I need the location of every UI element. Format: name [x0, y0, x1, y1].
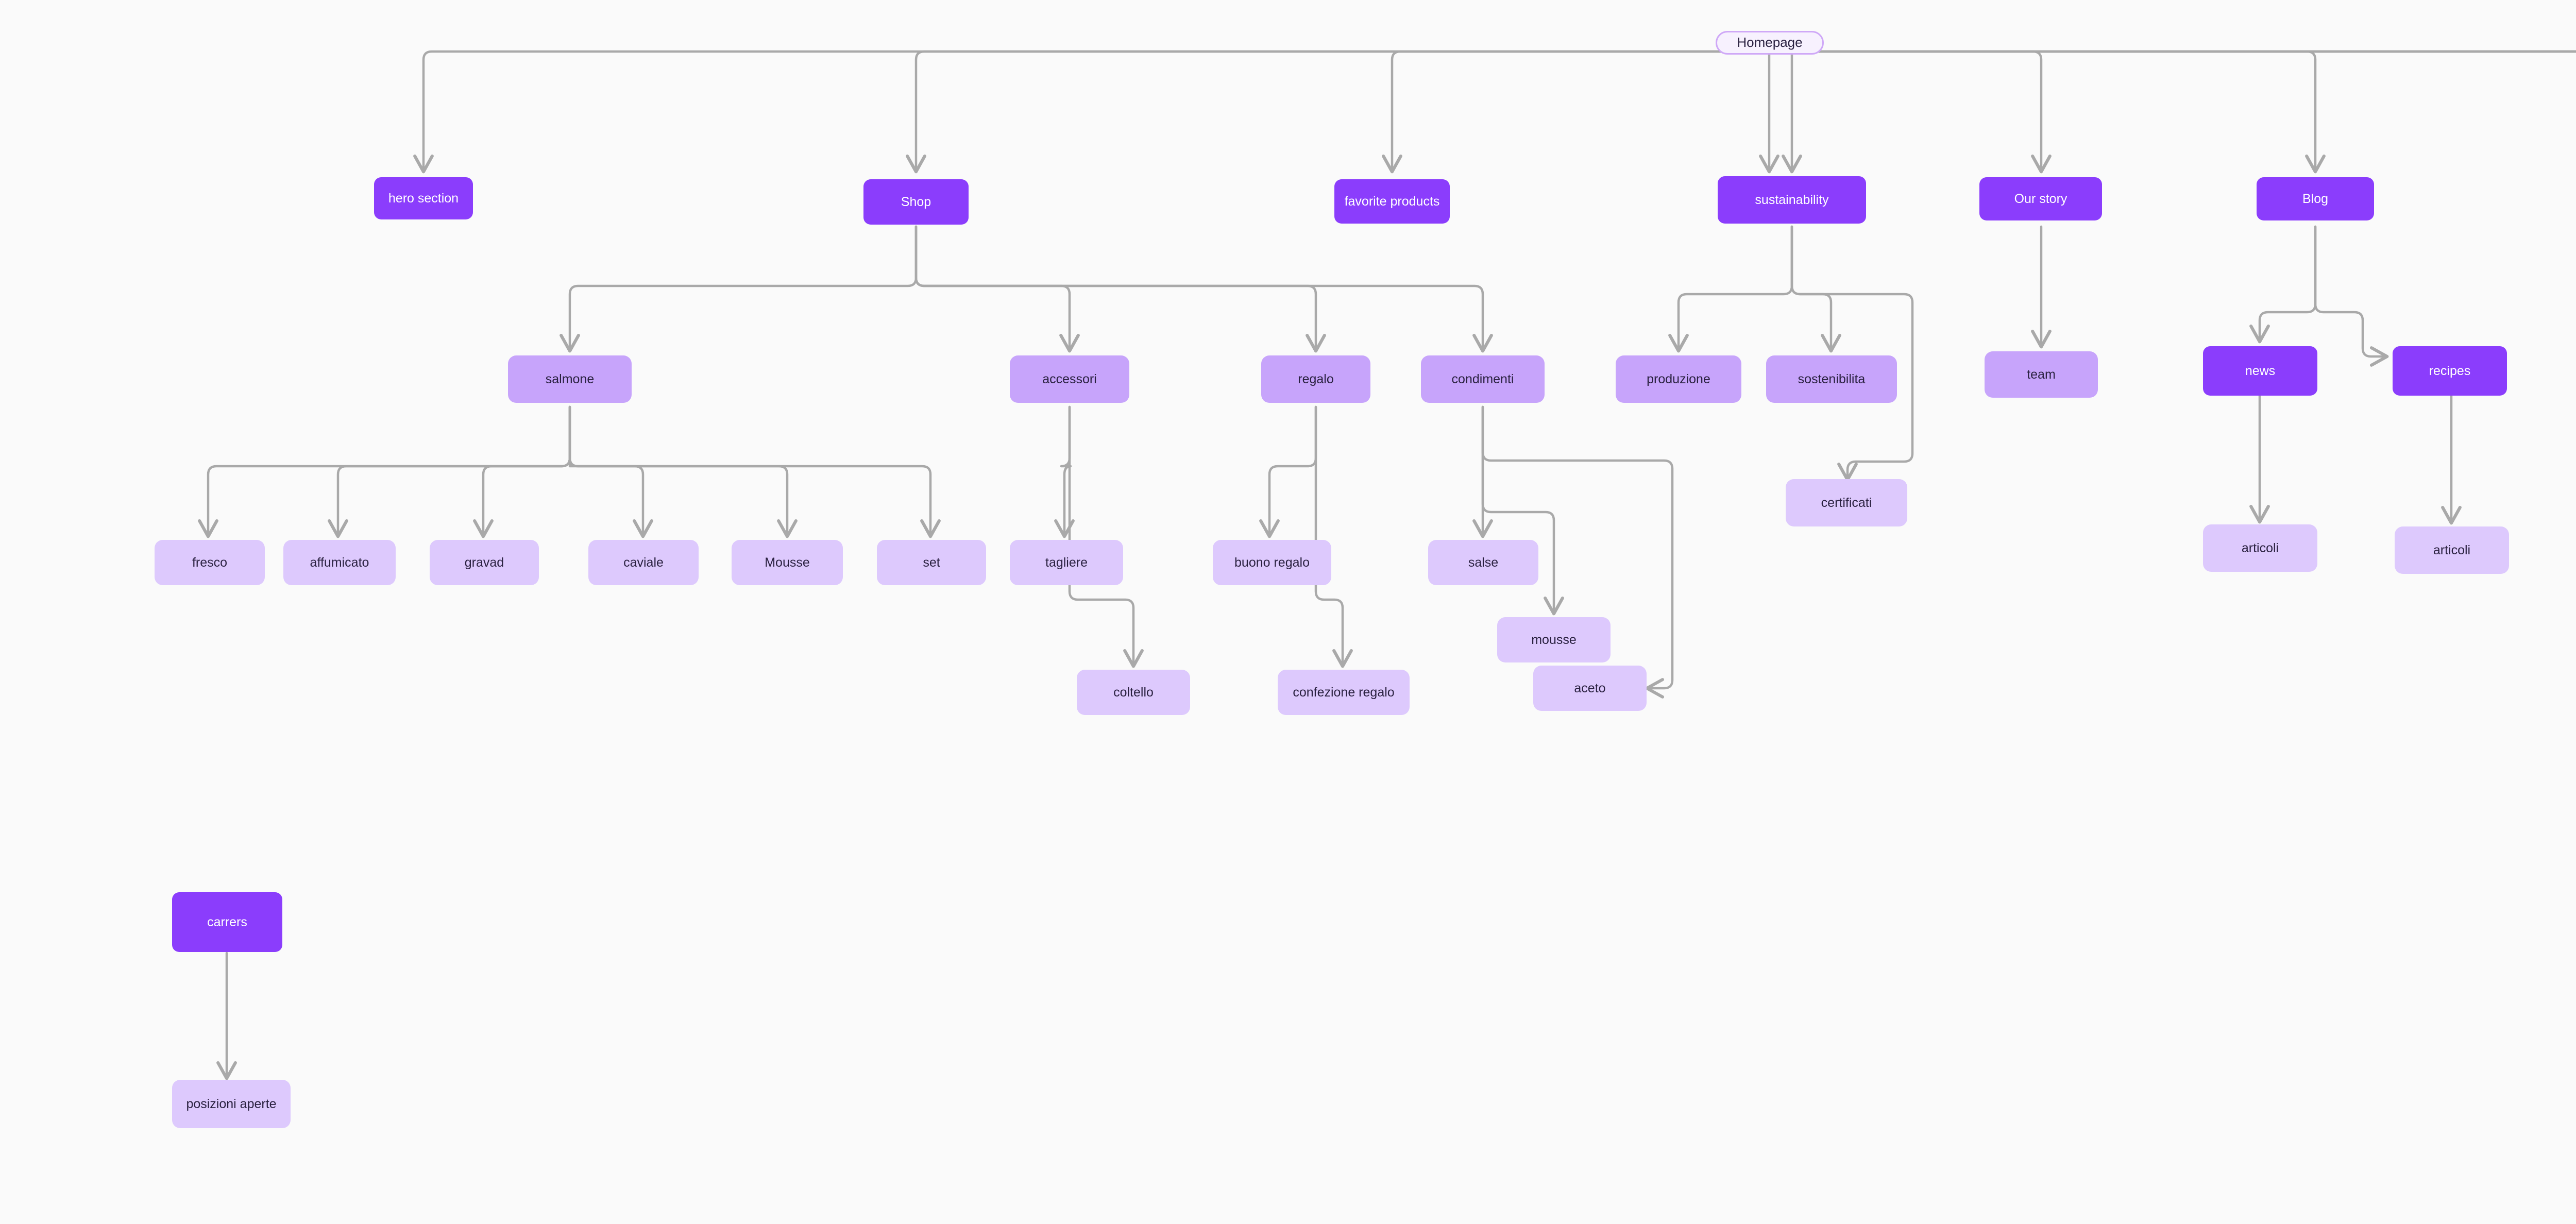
- node-affumicato[interactable]: affumicato: [283, 540, 396, 585]
- node-label: coltello: [1113, 685, 1154, 700]
- node-posizioni-aperte[interactable]: posizioni aperte: [172, 1080, 291, 1128]
- node-condimenti[interactable]: condimenti: [1421, 355, 1545, 403]
- node-news[interactable]: news: [2203, 346, 2317, 396]
- node-label: set: [923, 555, 940, 570]
- node-shop[interactable]: Shop: [863, 179, 969, 225]
- node-label: caviale: [623, 555, 664, 570]
- node-hero-section[interactable]: hero section: [374, 177, 473, 219]
- node-label: confezione regalo: [1293, 685, 1395, 700]
- node-label: recipes: [2429, 363, 2471, 378]
- node-certificati[interactable]: certificati: [1786, 479, 1907, 526]
- node-salmone[interactable]: salmone: [508, 355, 632, 403]
- node-label: Our story: [2014, 191, 2067, 206]
- node-our-story[interactable]: Our story: [1979, 177, 2102, 220]
- node-recipes[interactable]: recipes: [2393, 346, 2507, 396]
- node-label: articoli: [2241, 540, 2279, 555]
- node-homepage[interactable]: Homepage: [1716, 31, 1824, 55]
- node-label: produzione: [1647, 371, 1710, 386]
- node-aceto[interactable]: aceto: [1533, 666, 1647, 711]
- node-label: gravad: [464, 555, 504, 570]
- node-mousse-condimenti[interactable]: mousse: [1497, 617, 1611, 662]
- node-label: accessori: [1042, 371, 1097, 386]
- node-label: mousse: [1531, 632, 1577, 647]
- node-buono-regalo[interactable]: buono regalo: [1213, 540, 1331, 585]
- node-label: team: [2027, 367, 2056, 382]
- node-label: favorite products: [1344, 194, 1440, 209]
- node-label: news: [2245, 363, 2276, 378]
- node-set[interactable]: set: [877, 540, 986, 585]
- node-sustainability[interactable]: sustainability: [1718, 176, 1866, 224]
- node-label: fresco: [192, 555, 228, 570]
- node-label: Homepage: [1737, 35, 1803, 50]
- node-label: articoli: [2433, 542, 2471, 557]
- node-mousse-shop[interactable]: Mousse: [732, 540, 843, 585]
- node-articoli-news[interactable]: articoli: [2203, 524, 2317, 572]
- node-label: affumicato: [310, 555, 369, 570]
- node-label: tagliere: [1045, 555, 1088, 570]
- node-label: Blog: [2302, 191, 2329, 206]
- node-fresco[interactable]: fresco: [155, 540, 265, 585]
- node-label: Shop: [901, 194, 931, 209]
- node-team[interactable]: team: [1985, 351, 2098, 398]
- node-label: carrers: [207, 914, 247, 929]
- node-label: salmone: [545, 371, 595, 386]
- node-produzione[interactable]: produzione: [1616, 355, 1741, 403]
- node-blog[interactable]: Blog: [2257, 177, 2374, 220]
- node-label: Mousse: [765, 555, 810, 570]
- node-carrers[interactable]: carrers: [172, 892, 282, 952]
- node-label: posizioni aperte: [186, 1096, 277, 1111]
- node-salse[interactable]: salse: [1428, 540, 1538, 585]
- node-label: hero section: [388, 191, 459, 206]
- node-label: buono regalo: [1234, 555, 1310, 570]
- node-label: regalo: [1298, 371, 1334, 386]
- node-articoli-recipes[interactable]: articoli: [2395, 526, 2509, 574]
- node-accessori[interactable]: accessori: [1010, 355, 1129, 403]
- node-label: sostenibilita: [1798, 371, 1866, 386]
- node-label: certificati: [1821, 495, 1872, 510]
- node-regalo[interactable]: regalo: [1261, 355, 1370, 403]
- node-label: sustainability: [1755, 192, 1829, 207]
- node-caviale[interactable]: caviale: [588, 540, 699, 585]
- node-confezione-regalo[interactable]: confezione regalo: [1278, 670, 1410, 715]
- node-label: condimenti: [1451, 371, 1514, 386]
- node-gravad[interactable]: gravad: [430, 540, 539, 585]
- node-label: aceto: [1574, 681, 1606, 695]
- node-label: salse: [1468, 555, 1499, 570]
- node-tagliere[interactable]: tagliere: [1010, 540, 1123, 585]
- node-sostenibilita[interactable]: sostenibilita: [1766, 355, 1897, 403]
- node-favorite-products[interactable]: favorite products: [1334, 179, 1450, 224]
- node-coltello[interactable]: coltello: [1077, 670, 1190, 715]
